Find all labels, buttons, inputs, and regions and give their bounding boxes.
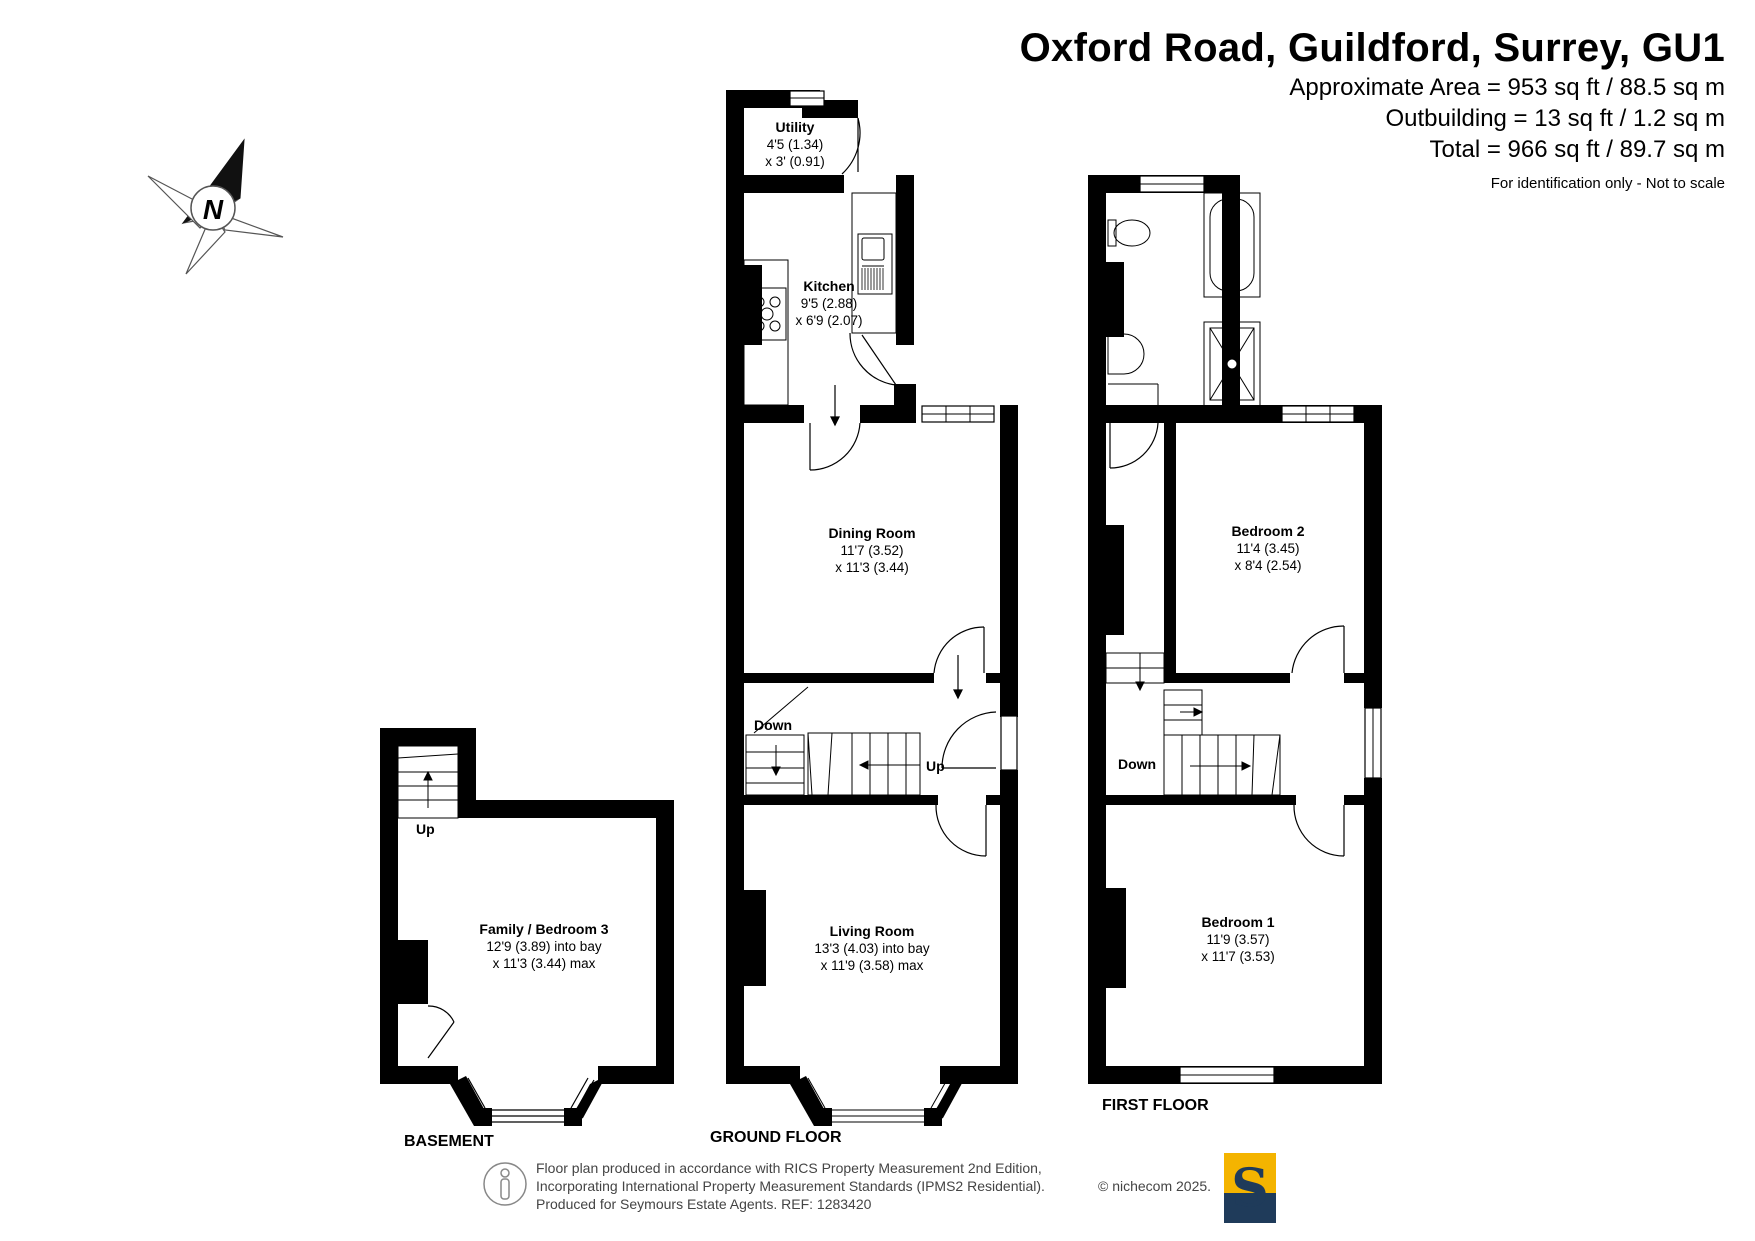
compass-north-icon: N bbox=[147, 138, 284, 275]
seymours-logo: S bbox=[1224, 1153, 1276, 1223]
dining-name: Dining Room bbox=[828, 525, 915, 541]
approximate-area: Approximate Area = 953 sq ft / 88.5 sq m bbox=[1289, 74, 1725, 101]
bedroom1-name: Bedroom 1 bbox=[1201, 914, 1274, 930]
ground-stairs-down-label: Down bbox=[754, 717, 792, 733]
footer-notes: Floor plan produced in accordance with R… bbox=[536, 1159, 1045, 1213]
header: Oxford Road, Guildford, Surrey, GU1 Appr… bbox=[1020, 24, 1725, 195]
utility-dim2: x 3' (0.91) bbox=[765, 154, 825, 169]
footer-line-2: Incorporating International Property Mea… bbox=[536, 1178, 1045, 1194]
disclaimer: For identification only - Not to scale bbox=[1490, 175, 1725, 192]
utility-name: Utility bbox=[776, 119, 815, 135]
footer-line-3: Produced for Seymours Estate Agents. REF… bbox=[536, 1196, 872, 1212]
basement-plan: Up Family / Bedroom 3 12'9 (3.89) into b… bbox=[380, 728, 674, 1150]
ground-floor-plan: Down Up Utility 4'5 (1.34) x 3' (0.91) K… bbox=[710, 90, 1018, 1146]
first-floor-plan: Down Bedroom 2 11'4 (3.45) x 8'4 (2.54) … bbox=[1088, 175, 1382, 1114]
total-area: Total = 966 sq ft / 89.7 sq m bbox=[1429, 136, 1726, 163]
dining-dim1: 11'7 (3.52) bbox=[840, 543, 903, 558]
bedroom1-dim1: 11'9 (3.57) bbox=[1206, 932, 1269, 947]
living-dim1: 13'3 (4.03) into bay bbox=[814, 941, 929, 956]
logo-letter: S bbox=[1231, 1158, 1269, 1219]
property-title: Oxford Road, Guildford, Surrey, GU1 bbox=[1019, 26, 1725, 70]
footer-line-1: Floor plan produced in accordance with R… bbox=[536, 1160, 1042, 1176]
family-room-dim2: x 11'3 (3.44) max bbox=[493, 956, 596, 971]
bedroom2-dim2: x 8'4 (2.54) bbox=[1234, 558, 1301, 573]
family-room-name: Family / Bedroom 3 bbox=[479, 921, 608, 937]
basement-floor-label: BASEMENT bbox=[404, 1133, 494, 1150]
kitchen-dim2: x 6'9 (2.07) bbox=[795, 313, 862, 328]
compass-label: N bbox=[203, 194, 224, 225]
first-floor-label: FIRST FLOOR bbox=[1102, 1097, 1209, 1114]
kitchen-dim1: 9'5 (2.88) bbox=[801, 296, 858, 311]
kitchen-name: Kitchen bbox=[803, 278, 854, 294]
bedroom2-name: Bedroom 2 bbox=[1231, 523, 1304, 539]
ground-stairs-up-label: Up bbox=[926, 758, 945, 774]
bedroom1-dim2: x 11'7 (3.53) bbox=[1201, 949, 1275, 964]
utility-dim1: 4'5 (1.34) bbox=[767, 137, 824, 152]
footer-brand: © nichecom 2025. bbox=[1098, 1178, 1212, 1194]
outbuilding-area: Outbuilding = 13 sq ft / 1.2 sq m bbox=[1385, 105, 1725, 132]
ground-floor-label: GROUND FLOOR bbox=[710, 1129, 842, 1146]
living-dim2: x 11'9 (3.58) max bbox=[821, 958, 924, 973]
basement-stairs-up-label: Up bbox=[416, 821, 435, 837]
dining-dim2: x 11'3 (3.44) bbox=[835, 560, 909, 575]
bedroom2-dim1: 11'4 (3.45) bbox=[1236, 541, 1299, 556]
rics-person-icon bbox=[483, 1162, 527, 1206]
family-room-dim1: 12'9 (3.89) into bay bbox=[486, 939, 601, 954]
first-stairs-down-label: Down bbox=[1118, 756, 1156, 772]
living-name: Living Room bbox=[830, 923, 915, 939]
